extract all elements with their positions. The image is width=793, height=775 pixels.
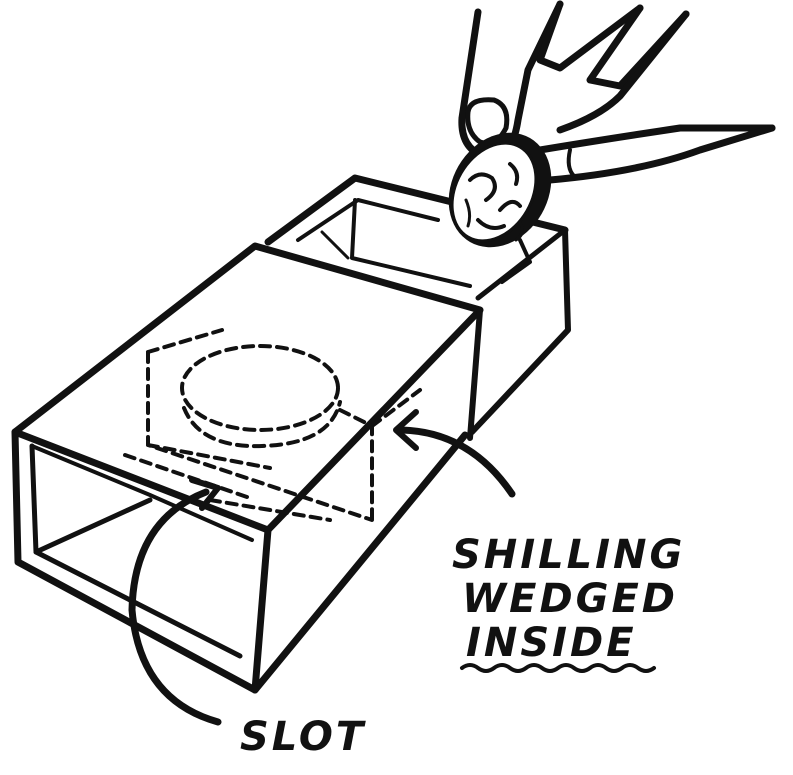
label-slot: SLOT: [240, 714, 366, 760]
label-underline-wavy: [460, 663, 656, 673]
slot-arrow: [128, 477, 222, 726]
shilling-arrow: [393, 409, 516, 498]
matchbox-sleeve: [11, 242, 484, 694]
label-shilling-line3: INSIDE: [466, 620, 637, 666]
shilling-coin: [448, 132, 552, 248]
label-shilling-line2: WEDGED: [462, 576, 678, 622]
hidden-shilling-dashed: [123, 328, 422, 522]
label-shilling-line1: SHILLING: [452, 532, 685, 578]
